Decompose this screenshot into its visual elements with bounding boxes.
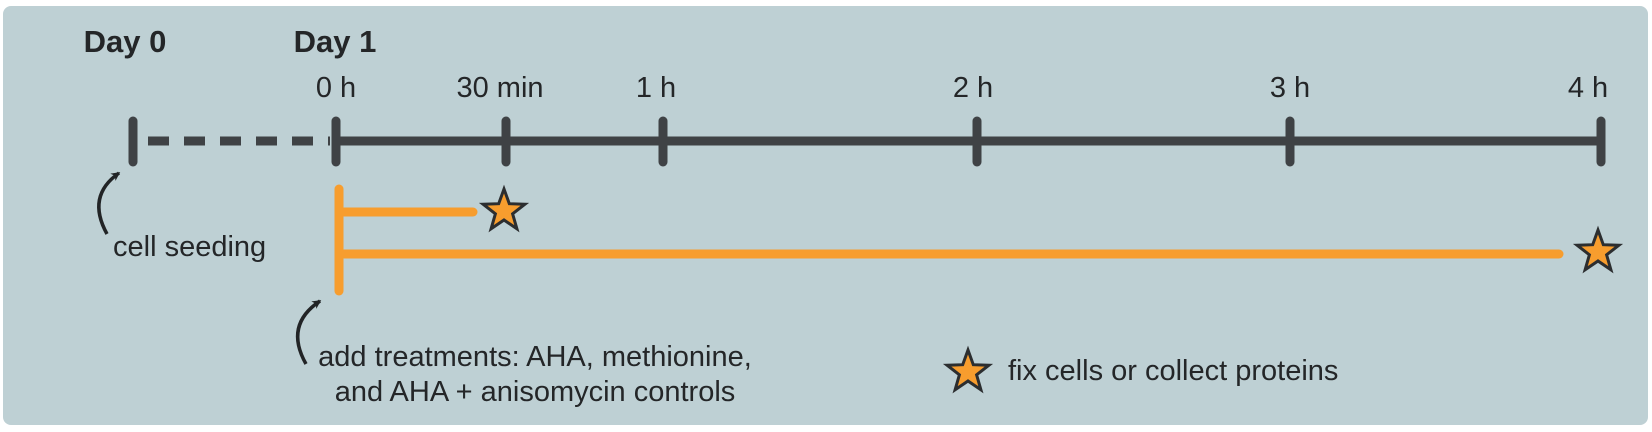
figure-background-panel <box>3 6 1648 425</box>
tick-label-3h: 3 h <box>1269 72 1311 104</box>
day0-label: Day 0 <box>83 24 167 59</box>
day1-label: Day 1 <box>293 24 377 59</box>
tick-label-1h: 1 h <box>635 72 677 104</box>
tick-label-0h: 0 h <box>315 72 357 104</box>
cell-seeding-label: cell seeding <box>113 231 267 263</box>
tick-label-30min: 30 min <box>456 72 544 104</box>
star-icon-legend <box>942 345 994 394</box>
tick-marks <box>128 116 1606 167</box>
annotation-arrows <box>97 171 322 365</box>
star-icon-30min <box>478 184 530 233</box>
add-treatments-line1: add treatments: AHA, methionine, <box>318 341 752 373</box>
add-treatments-label: add treatments: AHA, methionine, and AHA… <box>318 340 752 410</box>
tick-label-2h: 2 h <box>952 72 994 104</box>
add-treatments-line2: and AHA + anisomycin controls <box>334 376 736 408</box>
legend-label: fix cells or collect proteins <box>1008 355 1339 387</box>
collection-stars <box>478 184 1624 394</box>
star-icon-4h <box>1572 225 1624 274</box>
treatment-intervals <box>334 184 1564 296</box>
cell-seeding-arrow <box>97 171 121 235</box>
tick-label-4h: 4 h <box>1567 72 1609 104</box>
add-treatments-arrow <box>296 299 322 365</box>
